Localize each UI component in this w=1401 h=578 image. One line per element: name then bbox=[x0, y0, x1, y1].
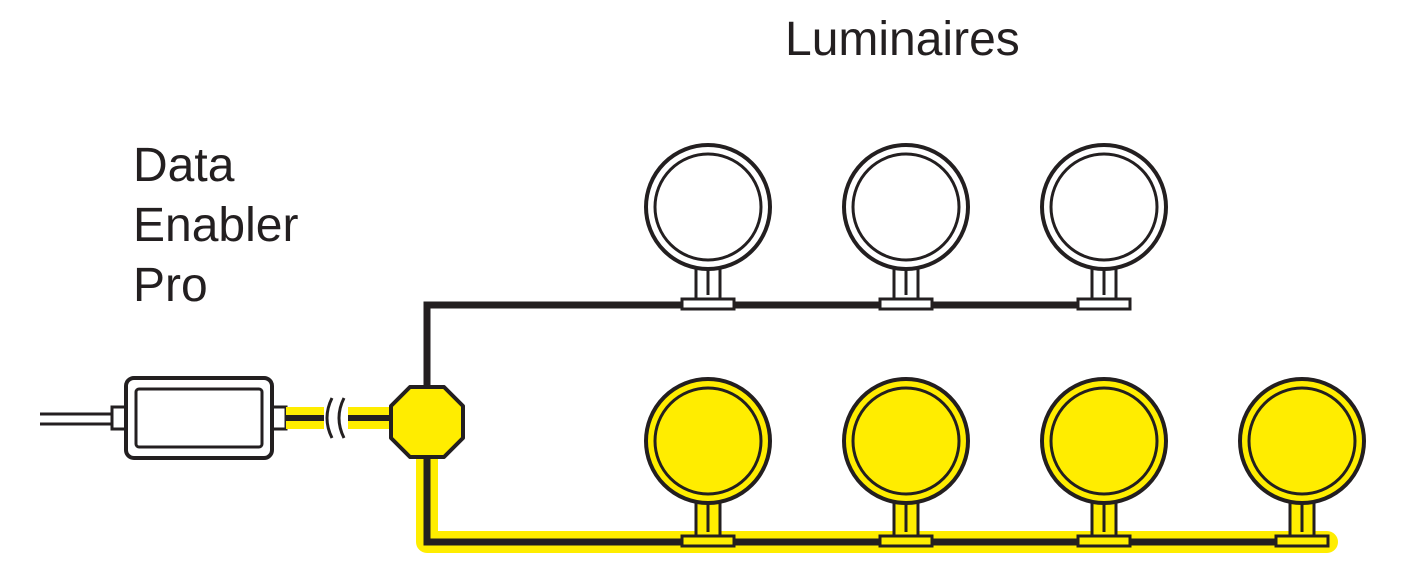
bottom-branch-wire bbox=[416, 441, 1338, 553]
bottom-row-luminaire-4 bbox=[1238, 377, 1366, 548]
bottom-row-luminaire-1 bbox=[644, 377, 772, 548]
luminaire-row-bottom bbox=[644, 377, 1366, 548]
luminaires-title: Luminaires bbox=[785, 13, 1020, 66]
luminaire-row-top bbox=[644, 143, 1168, 311]
top-row-luminaire-1 bbox=[644, 143, 772, 311]
data-cable bbox=[286, 397, 392, 439]
top-branch-wire bbox=[423, 301, 1128, 385]
input-cable bbox=[40, 412, 120, 426]
bottom-row-luminaire-2 bbox=[842, 377, 970, 548]
data-enabler-pro-device bbox=[110, 376, 288, 460]
top-row-luminaire-2 bbox=[842, 143, 970, 311]
bottom-row-luminaire-3 bbox=[1040, 377, 1168, 548]
device-label-line-1: Data bbox=[133, 139, 235, 192]
junction-box bbox=[389, 385, 465, 459]
device-label-line-3: Pro bbox=[133, 259, 208, 312]
top-row-luminaire-3 bbox=[1040, 143, 1168, 311]
data-enabler-pro-label: Data Enabler Pro bbox=[133, 136, 298, 316]
device-label-line-2: Enabler bbox=[133, 199, 299, 252]
